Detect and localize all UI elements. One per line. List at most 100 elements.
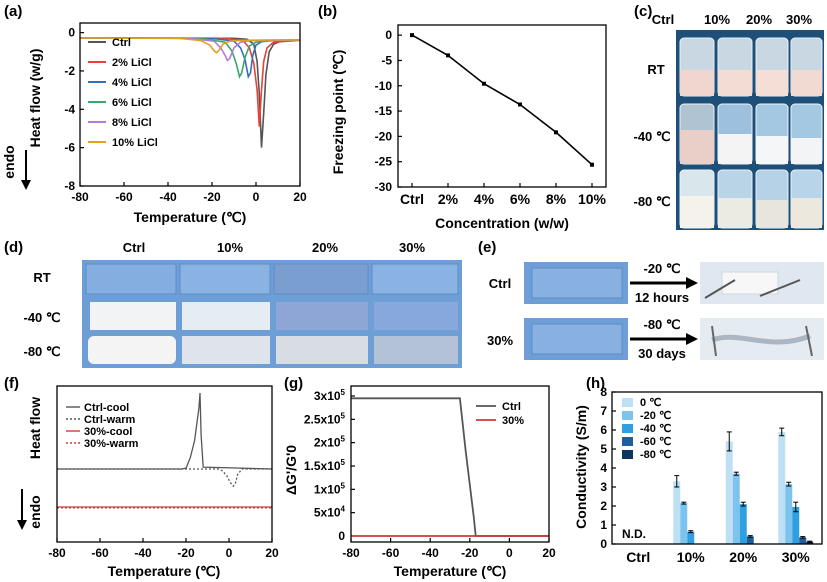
panel-b-ylabel: Freezing point (℃): [330, 50, 346, 175]
panel-h-ytick-label: 2: [600, 499, 607, 513]
panel-f-legend-label: 30%-warm: [84, 438, 139, 450]
panel-a-xtick-label: -80: [71, 190, 89, 204]
panel-b-series-line: [411, 34, 593, 166]
panel-f-xtick-label: 0: [226, 546, 233, 560]
panel-h-xtick-label: 20%: [729, 549, 758, 565]
panel-f-xtick-label: -20: [177, 546, 195, 560]
panel-c-col-ctrl: Ctrl: [652, 12, 674, 27]
panel-g-ylabel: ΔG'/G'0: [283, 445, 299, 495]
panel-c-col-30: 30%: [786, 12, 812, 27]
panel-h-legend-label: -60 ℃: [640, 436, 671, 448]
panel-g-xtick-label: -20: [461, 546, 479, 560]
panel-h-frame: [611, 391, 823, 545]
panel-f-series-line: [57, 468, 272, 488]
panel-h-label: (h): [586, 375, 605, 392]
panel-a-ytick-label: -8: [64, 179, 75, 193]
panel-e-arrow-bottom-temp: -80 ℃: [643, 317, 680, 332]
panel-d-col-10: 10%: [217, 240, 243, 255]
panel-h-bars: [673, 427, 814, 544]
panel-a-legend-label: 10% LiCl: [112, 137, 158, 149]
panel-b-xtick-label: 4%: [474, 191, 495, 207]
panel-g-xtick-label: -80: [342, 546, 360, 560]
panel-e-row-ctrl: Ctrl: [489, 276, 511, 291]
panel-h-bar: [725, 441, 733, 544]
panel-h-bar: [673, 481, 681, 544]
panel-h-bar: [746, 536, 754, 544]
panel-a-xtick-label: -20: [203, 190, 221, 204]
panel-g-legend-label: Ctrl: [502, 401, 521, 413]
panel-f-label: (f): [4, 375, 19, 392]
panel-f-legend-label: Ctrl-cool: [84, 402, 129, 414]
panel-a-xtick-label: -40: [159, 190, 177, 204]
panel-h-ytick-label: 5: [600, 442, 607, 456]
panel-f-xtick-label: -80: [48, 546, 66, 560]
panel-h-bar: [799, 537, 807, 544]
panel-b-xtick-label: 6%: [510, 191, 531, 207]
panel-a-ytick-label: 0: [68, 26, 75, 40]
panel-g-legend-label: 30%: [502, 415, 524, 427]
panel-a-xtick-label: -60: [115, 190, 133, 204]
panel-b-ytick-label: -20: [375, 129, 393, 143]
panel-g-ytick-label: 2x105: [314, 435, 346, 450]
panel-d-col-20: 20%: [312, 240, 338, 255]
panel-f-xtick-label: -60: [91, 546, 109, 560]
panel-c-vials: [679, 37, 823, 229]
panel-b-xlabel: Concentration (w/w): [435, 215, 569, 231]
panel-c-row-rt: RT: [647, 62, 664, 77]
panel-h-bar: [792, 506, 800, 544]
panel-h-nd-label: N.D.: [622, 527, 646, 541]
panel-e: (e) Ctrl 30% -20 ℃ 12 hours -80 ℃ 30 day…: [478, 239, 824, 361]
panel-g-xtick-label: -40: [422, 546, 440, 560]
panel-d-row-80: -80 ℃: [23, 344, 60, 359]
panel-a-ylabel: Heat flow (w/g): [27, 49, 43, 148]
panel-c-row-40: -40 ℃: [633, 129, 670, 144]
panel-a-label: (a): [4, 3, 22, 20]
panel-h-bar: [739, 504, 747, 544]
panel-b-label: (b): [318, 3, 337, 20]
panel-f-legend-label: 30%-cool: [84, 426, 132, 438]
panel-c-col-20: 20%: [746, 12, 772, 27]
panel-f-xlabel: Temperature (℃): [108, 563, 221, 579]
panel-a-legend-label: 8% LiCl: [112, 117, 152, 129]
panel-e-arrow-bottom-time: 30 days: [638, 346, 686, 361]
panel-h-ytick-label: 3: [600, 480, 607, 494]
panel-a-endo-label: endo: [1, 145, 17, 178]
panel-b-data-point: [518, 102, 522, 107]
panel-d-label: (d): [4, 239, 23, 256]
panel-f-legend-label: Ctrl-warm: [84, 414, 136, 426]
panel-d-row-40: -40 ℃: [23, 310, 60, 325]
panel-a-lines: [79, 37, 301, 148]
panel-a-legend-label: 2% LiCl: [112, 57, 152, 69]
panel-g-ytick-label: 2.5x105: [304, 411, 346, 426]
panel-f-xtick-label: 20: [265, 546, 279, 560]
panel-b-ytick-label: -15: [375, 104, 393, 118]
panel-g-legend: Ctrl 30%: [476, 401, 524, 427]
panel-a-xlabel: Temperature (℃): [134, 209, 247, 225]
panel-b-data-point: [590, 162, 594, 167]
panel-b-data-point: [410, 33, 414, 38]
panel-b-frame: [397, 24, 607, 188]
panel-a-legend-label: Ctrl: [112, 37, 131, 49]
panel-f-endo-label: endo: [27, 495, 43, 528]
panel-f-ylabel: Heat flow: [27, 397, 43, 459]
panel-h-xtick-label: 10%: [677, 549, 706, 565]
panel-a-endo-arrow-head: [21, 180, 31, 190]
panel-h-bar: [732, 473, 740, 544]
panel-b-ytick-label: -30: [375, 180, 393, 194]
panel-h-xtick-label: Ctrl: [626, 549, 650, 565]
panel-a-ytick-label: -4: [64, 102, 75, 116]
panel-a-frame: [79, 22, 301, 187]
panel-a-legend-label: 6% LiCl: [112, 97, 152, 109]
panel-b-xtick-label: 2%: [438, 191, 459, 207]
panel-d-photos: [82, 260, 462, 368]
panel-g-ytick-label: 1x105: [314, 481, 346, 496]
panel-c-row-80: -80 ℃: [633, 194, 670, 209]
panel-c-label: (c): [634, 3, 652, 20]
